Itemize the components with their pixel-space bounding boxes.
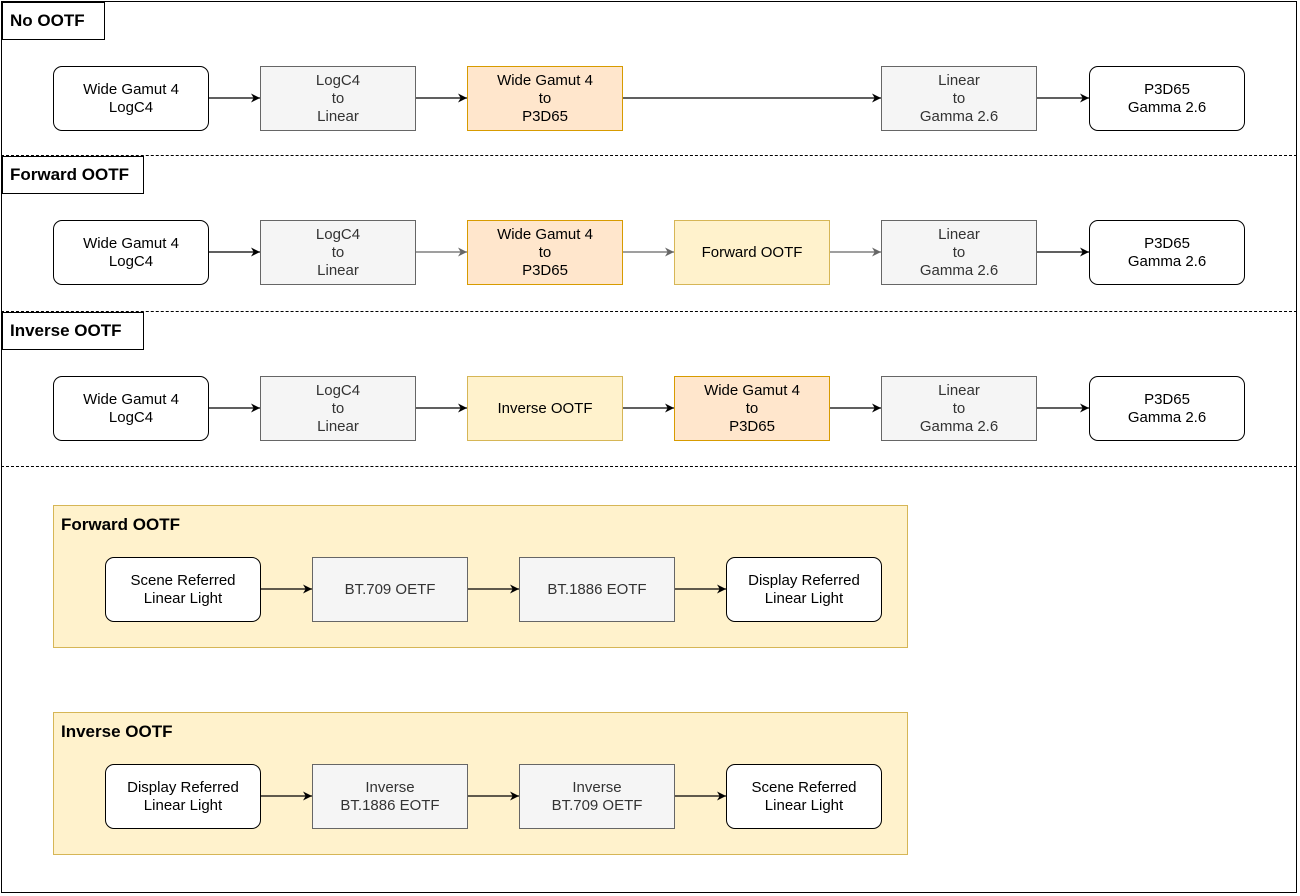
section-label-no-ootf: No OOTF [2,2,105,40]
section-divider [1,311,1297,312]
node-logc4-to-linear[interactable]: LogC4 to Linear [260,376,416,441]
node-input-wide-gamut-logc4[interactable]: Wide Gamut 4 LogC4 [53,66,209,131]
section-label-forward-ootf: Forward OOTF [2,156,144,194]
node-linear-to-gamma[interactable]: Linear to Gamma 2.6 [881,66,1037,131]
node-wide-gamut-to-p3d65[interactable]: Wide Gamut 4 to P3D65 [674,376,830,441]
node-bt1886-eotf[interactable]: BT.1886 EOTF [519,557,675,622]
node-bt709-oetf[interactable]: BT.709 OETF [312,557,468,622]
node-input-wide-gamut-logc4[interactable]: Wide Gamut 4 LogC4 [53,376,209,441]
node-wide-gamut-to-p3d65[interactable]: Wide Gamut 4 to P3D65 [467,66,623,131]
node-output-p3d65-gamma[interactable]: P3D65 Gamma 2.6 [1089,66,1245,131]
node-linear-to-gamma[interactable]: Linear to Gamma 2.6 [881,376,1037,441]
node-scene-referred-linear-light[interactable]: Scene Referred Linear Light [726,764,882,829]
node-logc4-to-linear[interactable]: LogC4 to Linear [260,66,416,131]
section-label-inverse-ootf: Inverse OOTF [2,312,144,350]
node-display-referred-linear-light[interactable]: Display Referred Linear Light [726,557,882,622]
node-scene-referred-linear-light[interactable]: Scene Referred Linear Light [105,557,261,622]
node-output-p3d65-gamma[interactable]: P3D65 Gamma 2.6 [1089,220,1245,285]
node-inverse-bt709-oetf[interactable]: Inverse BT.709 OETF [519,764,675,829]
node-wide-gamut-to-p3d65[interactable]: Wide Gamut 4 to P3D65 [467,220,623,285]
node-inverse-ootf[interactable]: Inverse OOTF [467,376,623,441]
group-title-forward-ootf: Forward OOTF [61,515,180,534]
node-inverse-bt1886-eotf[interactable]: Inverse BT.1886 EOTF [312,764,468,829]
node-input-wide-gamut-logc4[interactable]: Wide Gamut 4 LogC4 [53,220,209,285]
node-logc4-to-linear[interactable]: LogC4 to Linear [260,220,416,285]
node-output-p3d65-gamma[interactable]: P3D65 Gamma 2.6 [1089,376,1245,441]
node-forward-ootf[interactable]: Forward OOTF [674,220,830,285]
node-linear-to-gamma[interactable]: Linear to Gamma 2.6 [881,220,1037,285]
node-display-referred-linear-light[interactable]: Display Referred Linear Light [105,764,261,829]
section-divider [1,466,1297,467]
group-title-inverse-ootf: Inverse OOTF [61,722,173,741]
section-divider [1,155,1297,156]
